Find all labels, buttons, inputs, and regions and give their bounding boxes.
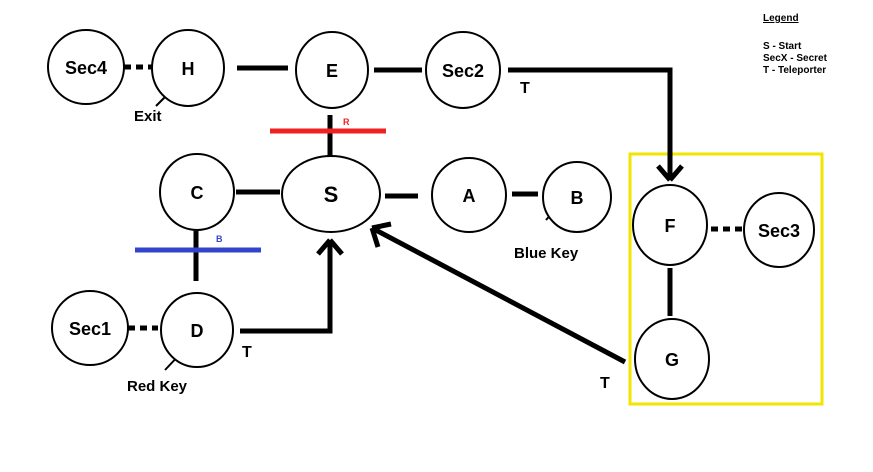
teleporter-label-d: T [242,344,252,361]
node-a-label: A [463,186,476,206]
blue-door-label: B [216,234,223,244]
node-sec3 [743,192,815,268]
red-door-label: R [343,117,350,127]
node-f [632,184,708,266]
node-s [281,155,381,233]
node-a [431,157,507,233]
teleporter-label-g: T [600,375,610,392]
teleporter-arrow-g-s [370,225,627,365]
node-sec3-label: Sec3 [758,221,800,241]
node-sec4 [47,29,125,105]
legend-item-teleporter: T - Teleporter [763,65,826,76]
teleporter-arrow-sec2-f [508,67,673,180]
node-h [151,29,225,107]
node-sec4-label: Sec4 [65,58,107,78]
teleporter-arrowhead-s-right [369,221,392,248]
teleporter-arrowhead-s-bottom [316,238,344,256]
node-sec2 [425,31,501,109]
exit-label: Exit [134,108,162,125]
node-e-label: E [326,61,338,81]
legend-title: Legend [763,13,799,24]
node-sec1-label: Sec1 [69,319,111,339]
legend: Legend S - Start SecX - Secret T - Telep… [763,13,828,76]
node-b-label: B [571,188,584,208]
node-e [295,31,369,109]
highlight-box [628,152,824,406]
node-h-label: H [182,59,195,79]
node-c [159,153,235,231]
node-d [160,292,234,368]
red-key-label: Red Key [127,378,188,395]
legend-item-start: S - Start [763,41,802,52]
node-g [634,318,710,400]
node-f-label: F [665,216,676,236]
node-s-label: S [324,182,339,207]
node-sec2-label: Sec2 [442,61,484,81]
teleporter-label-sec2: T [520,80,530,97]
node-c-label: C [191,183,204,203]
teleporter-arrowhead-f [656,164,684,182]
node-sec1 [51,290,129,366]
blue-key-label: Blue Key [514,245,579,262]
node-d-label: D [191,321,204,341]
legend-item-secret: SecX - Secret [763,53,828,64]
teleporter-arrow-d-s [240,240,333,334]
node-b [542,161,612,233]
node-g-label: G [665,350,679,370]
